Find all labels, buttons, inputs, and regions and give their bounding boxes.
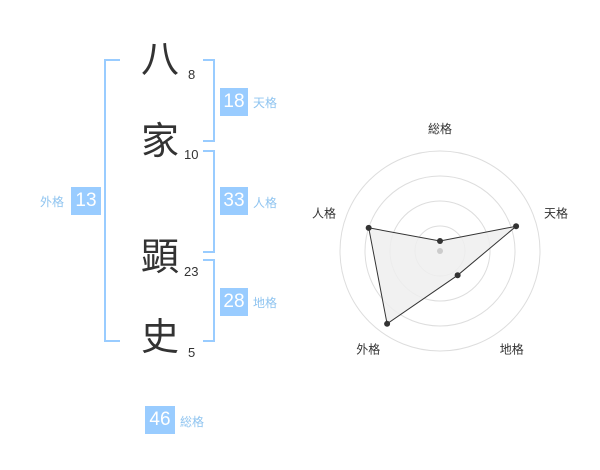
soukaku-label: 総格	[180, 415, 205, 429]
radar-label-4: 外格	[356, 342, 380, 357]
name-char-1: 八	[141, 37, 180, 81]
name-char-4: 史	[141, 315, 180, 359]
chikaku-bracket	[203, 259, 215, 342]
name-char-2: 家	[141, 119, 180, 163]
radar-label-2: 天格	[544, 205, 568, 220]
chikaku-label: 地格	[253, 296, 278, 310]
tenkaku-label: 天格	[253, 96, 278, 110]
name-char-1-strokes: 8	[188, 67, 196, 82]
radar-point-1	[437, 238, 443, 244]
tenkaku-bracket	[203, 59, 215, 142]
name-char-2-strokes: 10	[184, 147, 199, 162]
chikaku-value: 28	[220, 288, 248, 316]
gaikaku-bracket	[104, 59, 120, 342]
radar-label-5: 人格	[312, 205, 336, 220]
radar-label-3: 地格	[500, 342, 524, 357]
tenkaku-value: 18	[220, 88, 248, 116]
radar-point-4	[384, 320, 391, 327]
gaikaku-label: 外格	[40, 195, 65, 209]
radar-ring	[339, 150, 541, 352]
radar-point-5	[365, 224, 372, 231]
jinkaku-label: 人格	[253, 196, 278, 210]
gaikaku-value: 13	[71, 187, 101, 215]
radar-point-3	[454, 272, 461, 279]
jinkaku-value: 33	[220, 187, 248, 215]
radar-point-2	[513, 223, 520, 230]
soukaku-value: 46	[145, 406, 175, 434]
jinkaku-bracket	[203, 150, 215, 253]
name-char-3-strokes: 23	[184, 264, 199, 279]
name-char-4-strokes: 5	[188, 345, 196, 360]
radar-label-1: 総格	[428, 121, 452, 136]
radar-points	[365, 223, 520, 327]
radar-area	[368, 225, 518, 325]
radar-ring	[364, 175, 516, 327]
name-char-3: 顕	[141, 235, 180, 279]
radar-center	[437, 248, 443, 254]
